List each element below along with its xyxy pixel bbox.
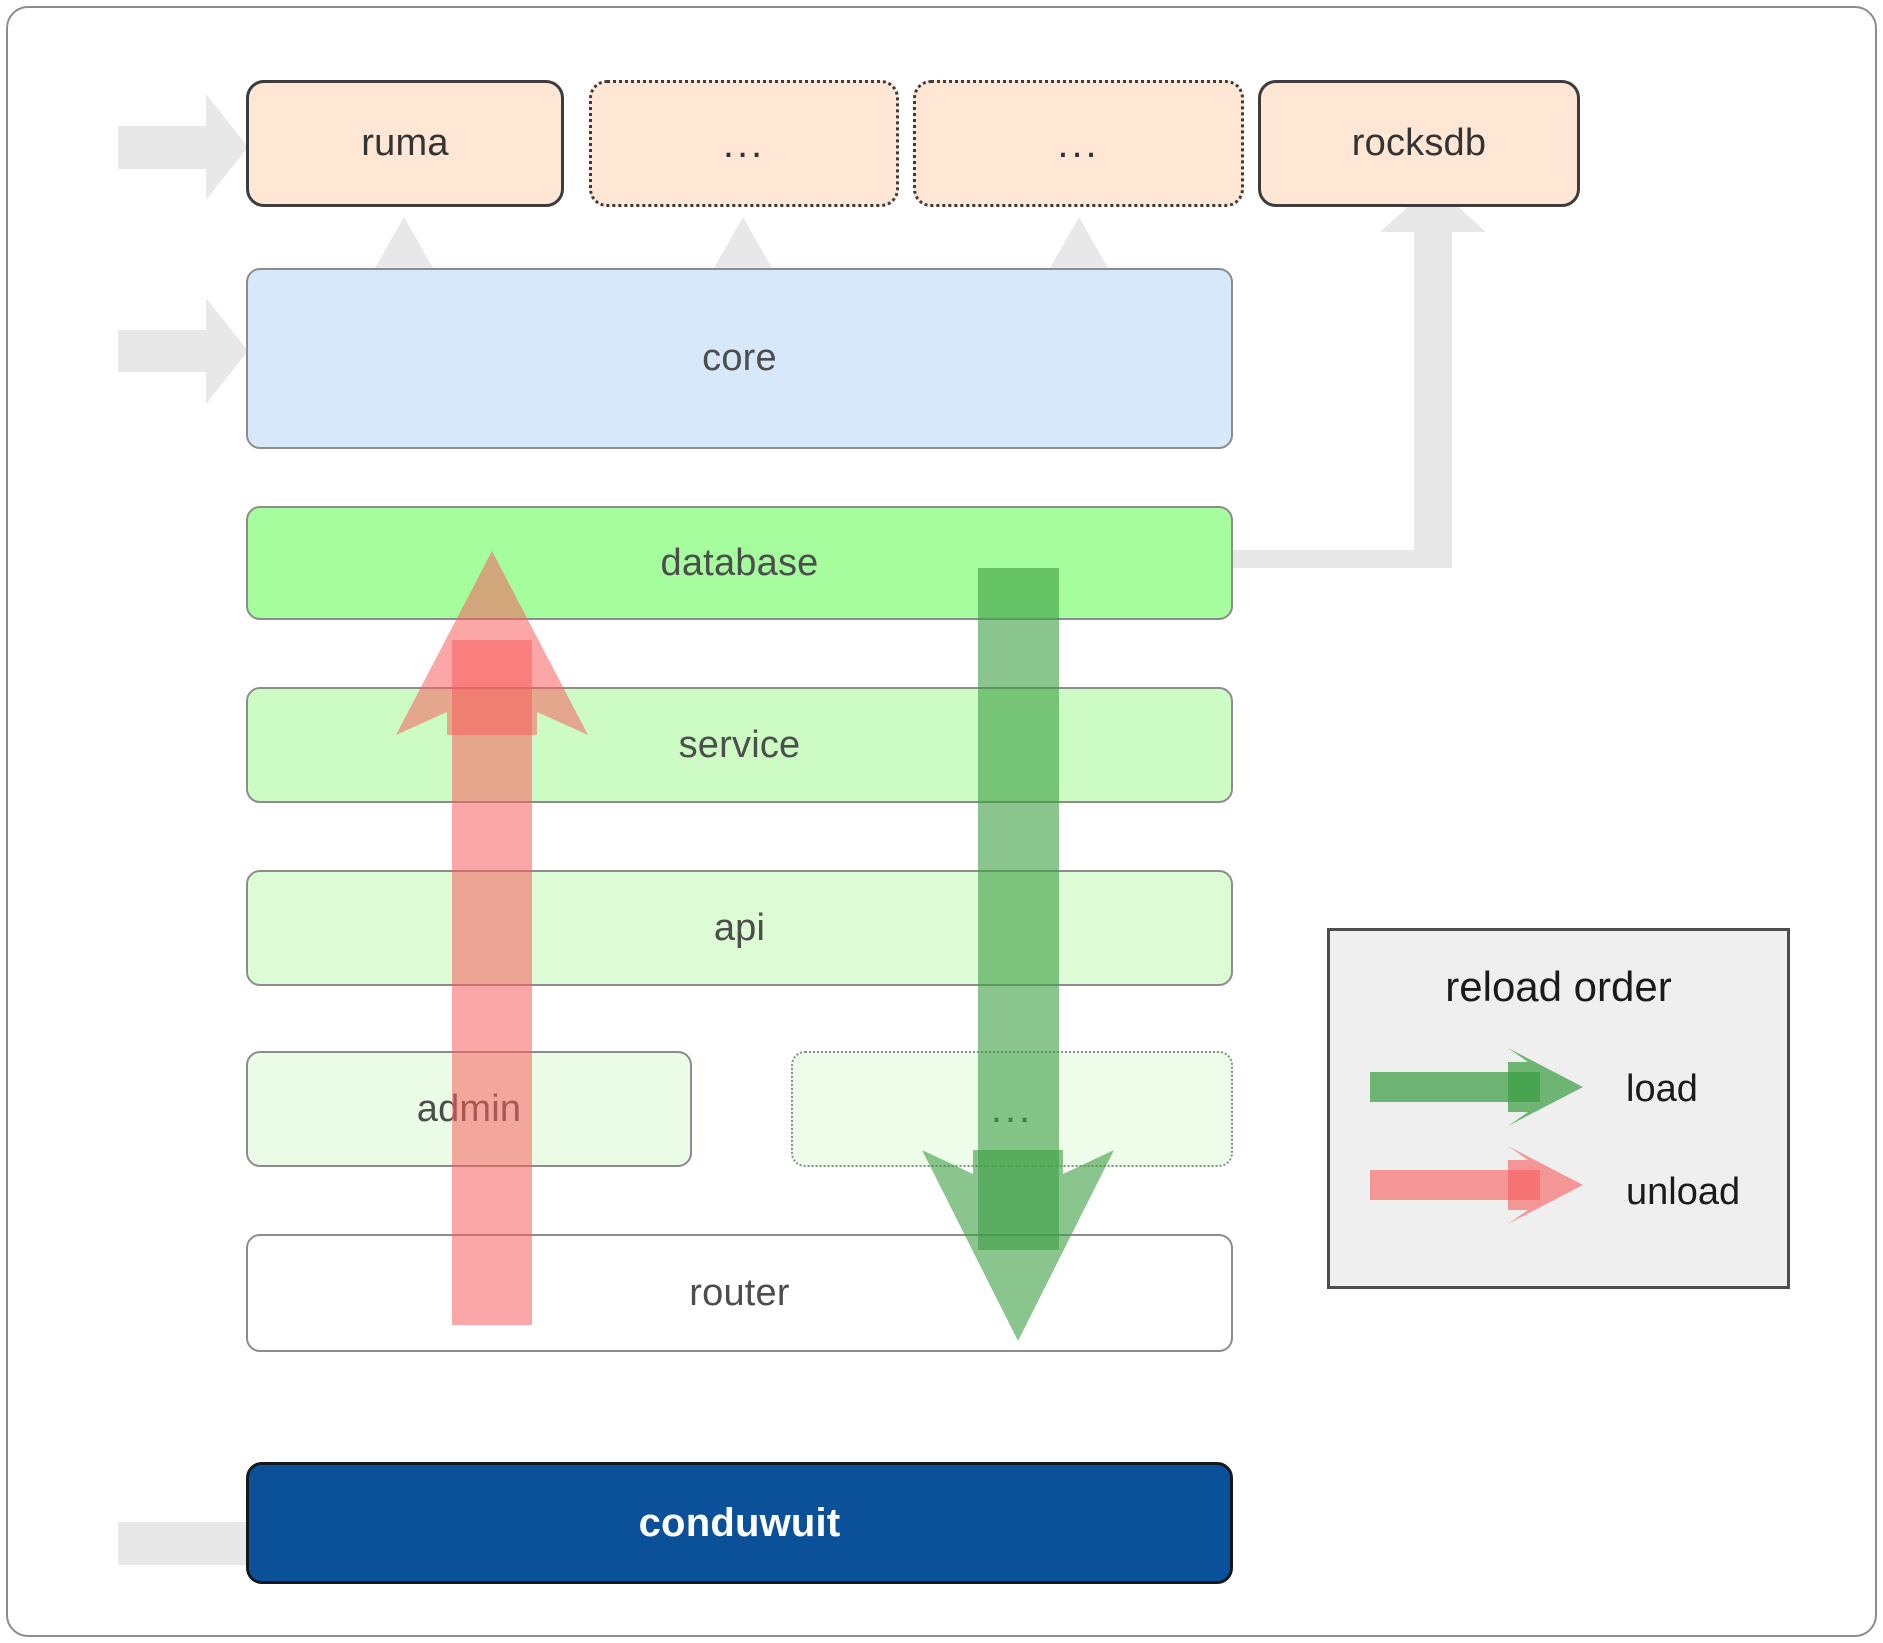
layer-box-admin[interactable]: admin [246,1051,692,1167]
dependency-box-rocksdb[interactable]: rocksdb [1258,80,1580,207]
layer-label-router: router [689,1271,790,1314]
layer-box-router[interactable]: router [246,1234,1233,1352]
layer-box-service[interactable]: service [246,687,1233,803]
layer-label-core: core [702,337,777,379]
layer-box-database[interactable]: database [246,506,1233,620]
dependency-label-2: ... [722,121,766,166]
layer-box-more[interactable]: ... [791,1051,1233,1167]
legend-title: reload order [1445,963,1672,1010]
legend-swatch-unload [1370,1146,1583,1224]
legend-label-load: load [1626,1068,1698,1110]
layer-label-service: service [678,723,801,766]
layer-box-api[interactable]: api [246,870,1233,986]
dependency-box-ruma[interactable]: ruma [246,80,564,207]
legend-panel: reload order load unload [1327,928,1790,1289]
layer-label-more: ... [990,1087,1034,1131]
diagram-frame [6,6,1877,1637]
dependency-label-ruma: ruma [361,122,449,164]
legend-swatch-load [1370,1048,1583,1126]
application-box-conduwuit[interactable]: conduwuit [246,1462,1233,1584]
layer-label-api: api [713,906,766,949]
application-label: conduwuit [638,1500,841,1545]
legend-label-unload: unload [1626,1171,1741,1213]
legend-arrow-swatches [1370,1048,1583,1224]
layer-box-core[interactable]: core [246,268,1233,449]
dependency-label-3: ... [1057,121,1100,166]
layer-label-admin: admin [416,1087,522,1130]
dependency-label-rocksdb: rocksdb [1351,122,1487,164]
dependency-box-2[interactable]: ... [589,80,899,207]
layer-label-database: database [660,541,819,584]
dependency-box-3[interactable]: ... [913,80,1244,207]
